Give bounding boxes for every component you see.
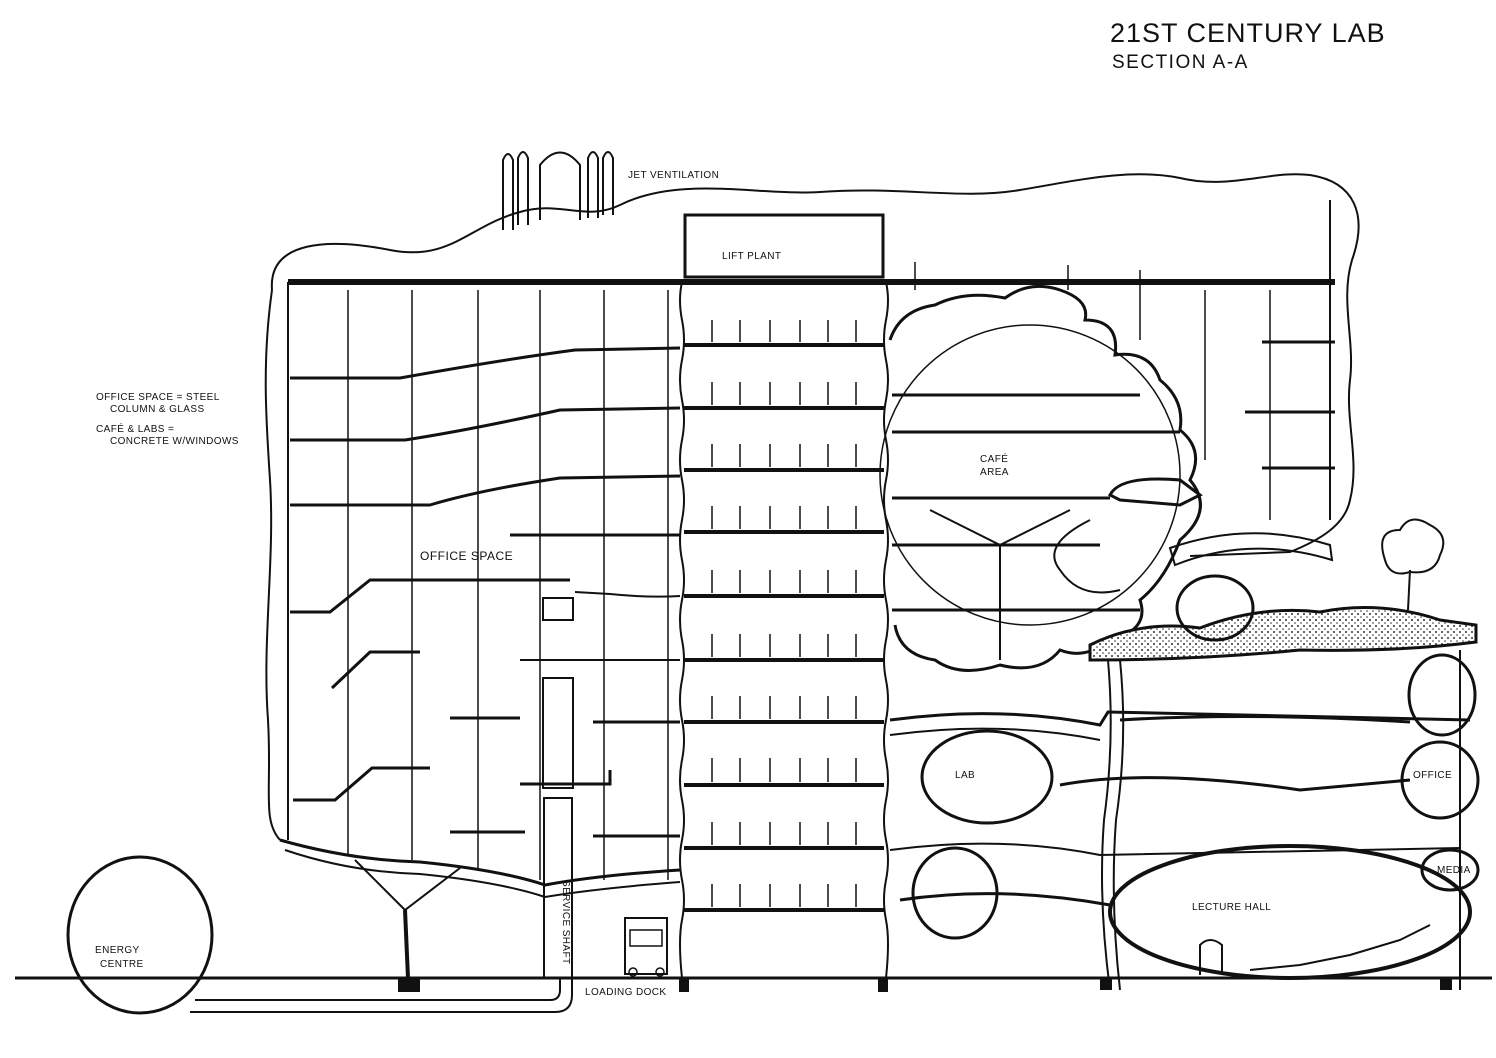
- cafe-area-label-2: AREA: [980, 467, 1009, 478]
- drawing-title: 21ST CENTURY LAB: [1110, 18, 1386, 48]
- note-line-1: OFFICE SPACE = STEEL: [96, 392, 220, 403]
- energy-centre-label-2: CENTRE: [100, 959, 144, 970]
- service-shaft: SERVICE SHAFT: [542, 597, 574, 979]
- lift-plant: LIFT PLANT: [683, 213, 885, 279]
- material-notes: OFFICE SPACE = STEEL COLUMN & GLASS CAFÉ…: [96, 392, 239, 447]
- cafe-area-label-1: CAFÉ: [980, 452, 1008, 465]
- lecture-hall: LECTURE HALL: [1108, 844, 1472, 980]
- stair-pod: [911, 846, 999, 940]
- jet-ventilation-stacks: JET VENTILATION: [502, 151, 719, 230]
- green-roof: [1088, 606, 1478, 662]
- media-pod: MEDIA: [1420, 848, 1480, 892]
- cafe-bubble: CAFÉ AREA: [879, 284, 1203, 672]
- jet-ventilation-label: JET VENTILATION: [628, 170, 719, 181]
- lab-pod: LAB: [920, 729, 1054, 825]
- right-wing-floors: [914, 200, 1335, 567]
- tree: [1381, 518, 1445, 611]
- media-label: MEDIA: [1437, 865, 1471, 876]
- building-envelope: [270, 173, 1360, 557]
- office-label: OFFICE: [1413, 770, 1452, 781]
- energy-centre-label-1: ENERGY: [95, 945, 140, 956]
- roof-pod: [1175, 574, 1255, 642]
- building-envelope-left: [264, 289, 281, 841]
- note-line-4: CONCRETE W/WINDOWS: [110, 436, 239, 447]
- drawing-subtitle: SECTION A-A: [1112, 52, 1249, 73]
- core-tower: [679, 281, 889, 992]
- loading-dock-label: LOADING DOCK: [585, 987, 666, 998]
- service-shaft-label: SERVICE SHAFT: [560, 880, 571, 964]
- office-wing: OFFICE SPACE: [279, 282, 681, 992]
- note-line-3: CAFÉ & LABS =: [96, 422, 174, 435]
- lab-label: LAB: [955, 770, 975, 781]
- note-line-2: COLUMN & GLASS: [110, 404, 205, 415]
- office-pod: OFFICE: [1400, 653, 1480, 820]
- energy-centre: ENERGY CENTRE: [66, 855, 573, 1015]
- lower-lab-wing: [889, 650, 1471, 991]
- office-space-label: OFFICE SPACE: [420, 549, 513, 563]
- title-block: 21ST CENTURY LAB SECTION A-A: [1110, 18, 1386, 73]
- loading-dock: LOADING DOCK: [585, 917, 668, 998]
- lift-plant-label: LIFT PLANT: [722, 251, 781, 262]
- lecture-hall-label: LECTURE HALL: [1192, 902, 1271, 913]
